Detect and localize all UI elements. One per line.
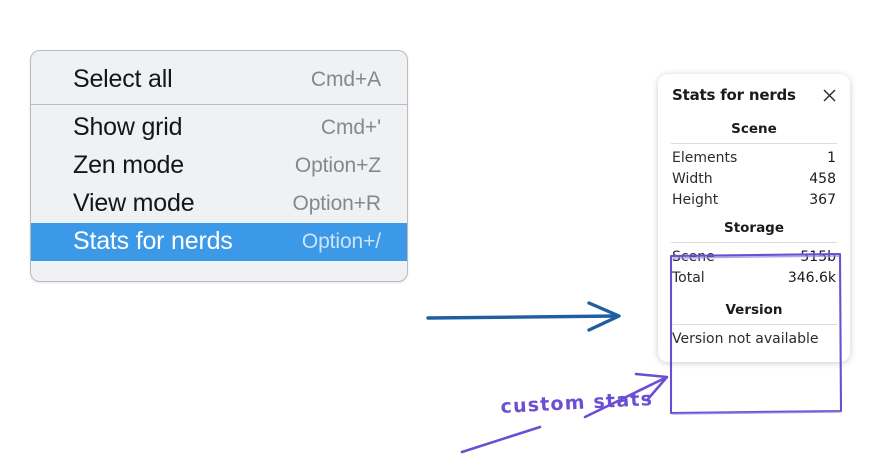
section-divider: [671, 143, 837, 144]
stat-value: 515b: [800, 249, 836, 265]
menu-item-label: View mode: [73, 188, 195, 217]
section-heading: Version: [725, 302, 783, 318]
menu-item-label: Zen mode: [73, 150, 184, 179]
stat-value: 458: [809, 171, 836, 187]
menu-item-label: Show grid: [73, 112, 183, 141]
section-heading: Scene: [731, 121, 777, 137]
stat-label: Height: [672, 192, 719, 208]
menu-separator: [31, 104, 407, 105]
menu-item-shortcut: Cmd+': [320, 115, 381, 139]
menu-item-shortcut: Option+/: [301, 229, 381, 253]
section-version: Version Version not available: [658, 299, 850, 348]
arrow-right-icon: [426, 301, 621, 332]
arrow-stroke-icon: [460, 425, 542, 454]
stats-for-nerds-panel: Stats for nerds Scene Elements 1 Width 4…: [658, 74, 850, 362]
stat-label: Width: [672, 171, 713, 187]
stat-row-storage-scene: Scene 515b: [658, 247, 850, 268]
menu-item-stats-for-nerds[interactable]: Stats for nerds Option+/: [31, 223, 407, 261]
stat-row-elements: Elements 1: [658, 148, 850, 169]
stat-label: Total: [672, 270, 705, 286]
menu-item-shortcut: Cmd+A: [310, 67, 381, 91]
menu-item-view-mode[interactable]: View mode Option+R: [31, 185, 407, 223]
menu-group-select: Select all Cmd+A: [31, 57, 407, 104]
menu-item-select-all[interactable]: Select all Cmd+A: [31, 61, 407, 99]
section-scene: Scene Elements 1 Width 458 Height 367: [658, 118, 850, 211]
stat-row-storage-total: Total 346.6k: [658, 268, 850, 289]
stat-value: 367: [809, 192, 836, 208]
custom-stats-annotation-label: custom stats: [500, 388, 654, 418]
stat-label: Scene: [672, 249, 715, 265]
menu-group-view: Show grid Cmd+' Zen mode Option+Z View m…: [31, 105, 407, 261]
stat-value: 1: [827, 150, 836, 166]
panel-title: Stats for nerds: [672, 86, 796, 104]
section-storage: Storage Scene 515b Total 346.6k: [658, 217, 850, 289]
menu-item-label: Select all: [73, 64, 173, 93]
context-menu[interactable]: Select all Cmd+A Show grid Cmd+' Zen mod…: [30, 50, 408, 282]
menu-footer-spacer: [31, 261, 407, 281]
section-divider: [671, 242, 837, 243]
menu-item-shortcut: Option+Z: [294, 153, 381, 177]
stats-panel-header: Stats for nerds: [658, 86, 850, 104]
section-heading: Storage: [723, 220, 785, 236]
menu-item-zen-mode[interactable]: Zen mode Option+Z: [31, 147, 407, 185]
stat-value: 346.6k: [787, 270, 836, 286]
version-note: Version not available: [672, 331, 819, 347]
stat-label: Elements: [672, 150, 738, 166]
menu-item-label: Stats for nerds: [73, 226, 233, 255]
menu-item-shortcut: Option+R: [292, 191, 381, 215]
section-divider: [671, 324, 837, 325]
menu-item-show-grid[interactable]: Show grid Cmd+': [31, 109, 407, 147]
close-icon[interactable]: [821, 87, 838, 104]
stat-row-width: Width 458: [658, 169, 850, 190]
stat-row-height: Height 367: [658, 190, 850, 211]
